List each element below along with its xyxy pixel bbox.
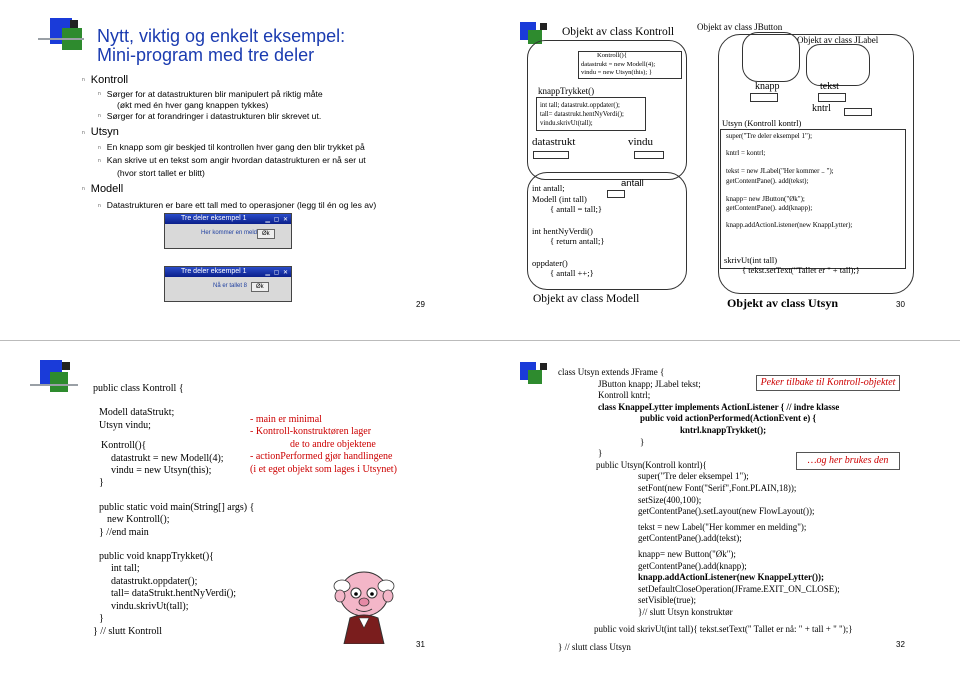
vindu-label: vindu <box>628 136 654 148</box>
page-number: 29 <box>416 300 425 309</box>
ok-button[interactable]: Øk <box>251 282 269 292</box>
app-window-2: Tre deler eksempel 1▁ ▢ ✕ Nå er tallet 8… <box>164 266 292 302</box>
kontroll-class-code: public class Kontroll { Modell dataStruk… <box>93 383 255 637</box>
page-number: 32 <box>896 640 905 649</box>
modell-object-title: Objekt av class Modell <box>533 293 640 305</box>
slide-title-line1: Nytt, viktig og enkelt eksempel: <box>97 26 346 46</box>
page-number: 30 <box>896 300 905 309</box>
message-label: Her kommer en melding <box>201 230 266 236</box>
window-title-bar: Tre deler eksempel 1▁ ▢ ✕ <box>165 267 291 277</box>
modell-code: int antall; Modell (int tall) { antall =… <box>532 183 605 278</box>
tekst-label: tekst <box>820 81 839 92</box>
kontroll-object-box <box>527 40 687 180</box>
datastrukt-ref-box <box>533 151 569 159</box>
deco-green-square <box>528 370 542 384</box>
explanation-notes: - main er minimal - Kontroll-konstruktør… <box>250 414 397 475</box>
deco-black-square <box>540 363 547 370</box>
tekst-ref-box <box>818 93 846 102</box>
knapp-label: knapp <box>755 81 780 92</box>
callout-peker-tilbake: Peker tilbake til Kontroll-objektet <box>756 375 900 391</box>
utsyn-class-code: class Utsyn extends JFrame { JButton kna… <box>558 367 853 653</box>
slide-title-line2: Mini-program med tre deler <box>97 45 315 65</box>
professor-cartoon-icon <box>333 571 395 644</box>
skrivut-label: skrivUt(int tall) <box>724 255 778 265</box>
deco-black-square <box>70 20 78 28</box>
window-title-bar: Tre deler eksempel 1▁ ▢ ✕ <box>165 214 291 224</box>
knapptrykket-box: int tall; datastrukt.oppdater(); tall= d… <box>536 97 646 131</box>
callout-her-brukes: …og her brukes den <box>796 452 900 470</box>
list-item: (økt med én hver gang knappen tykkes) <box>117 100 269 111</box>
utsyn-constructor-box: super("Tre deler eksempel 1"); kntrl = k… <box>720 129 906 269</box>
jbutton-object-title: Objekt av class JButton <box>697 22 783 32</box>
antall-label: antall <box>621 178 644 189</box>
kntrl-label: kntrl <box>812 103 831 114</box>
utsyn-constructor-label: Utsyn (Kontroll kontrl) <box>722 118 802 128</box>
deco-green-square <box>50 372 68 392</box>
deco-line <box>38 38 84 40</box>
modell-object-box <box>527 172 687 290</box>
deco-black-square <box>540 23 547 30</box>
kontroll-object-title: Objekt av class Kontroll <box>562 26 675 38</box>
jlabel-object-box <box>806 44 870 86</box>
antall-value-box <box>607 190 625 198</box>
list-item: (hvor stort tallet er blitt) <box>117 167 205 178</box>
kontroll-constructor-box: Kontroll(){ datastrukt = new Modell(4); … <box>578 51 682 79</box>
skrivut-body: { tekst.setText("Tallet er " + tall);} <box>742 265 860 275</box>
jbutton-object-box <box>742 32 800 82</box>
knapptrykket-label: knappTrykket() <box>538 86 595 96</box>
deco-black-square <box>62 362 70 370</box>
message-label: Nå er tallet 8 <box>213 283 248 289</box>
utsyn-object-title: Objekt av class Utsyn <box>727 296 839 310</box>
page-number: 31 <box>416 640 425 649</box>
vindu-ref-box <box>634 151 664 159</box>
app-window-1: Tre deler eksempel 1▁ ▢ ✕ Her kommer en … <box>164 213 292 249</box>
knapp-ref-box <box>750 93 778 102</box>
ok-button[interactable]: Øk <box>257 229 275 239</box>
kntrl-ref-box <box>844 108 872 116</box>
page-divider-horizontal <box>0 340 960 341</box>
datastrukt-label: datastrukt <box>532 136 576 148</box>
jlabel-object-title: Objekt av class JLabel <box>797 35 879 45</box>
utsyn-object-box <box>718 34 914 294</box>
deco-line <box>30 384 78 386</box>
